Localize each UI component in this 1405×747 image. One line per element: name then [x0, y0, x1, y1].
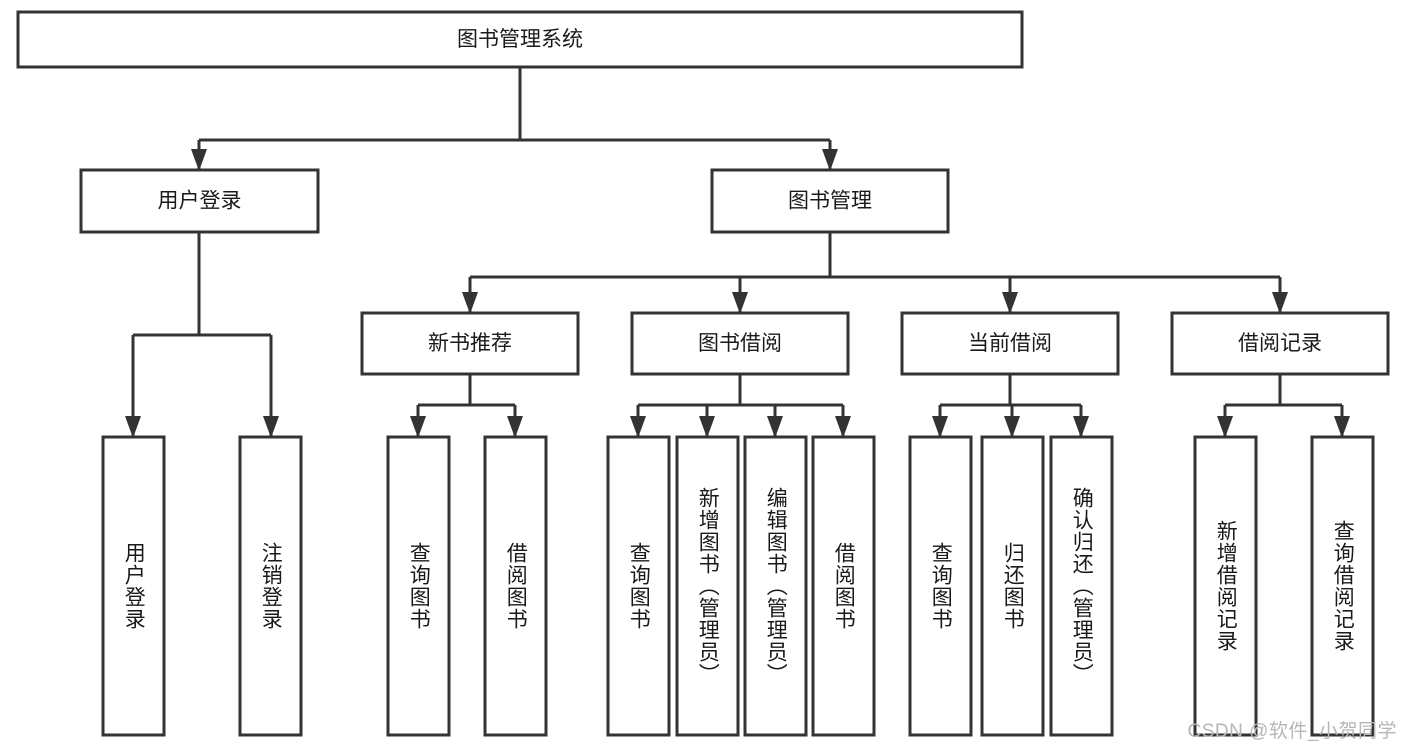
- node-label-borrow-record: 借阅记录: [1238, 332, 1322, 355]
- node-leaf-add-record[interactable]: [1193, 435, 1258, 737]
- node-book-manage[interactable]: 图书管理: [710, 168, 950, 234]
- node-label-root: 图书管理系统: [457, 28, 583, 51]
- node-new-book-rec[interactable]: 新书推荐: [360, 311, 580, 376]
- node-leaf-edit-book[interactable]: [743, 435, 808, 737]
- node-leaf-confirm-return[interactable]: [1049, 435, 1114, 737]
- node-leaf-query-book-3[interactable]: [908, 435, 973, 737]
- node-leaf-query-book-1[interactable]: [386, 435, 451, 737]
- node-leaf-borrow-book-2[interactable]: [811, 435, 876, 737]
- node-leaf-query-record[interactable]: [1310, 435, 1375, 737]
- node-label-book-borrow: 图书借阅: [698, 332, 782, 355]
- node-current-borrow[interactable]: 当前借阅: [900, 311, 1120, 376]
- node-root[interactable]: 图书管理系统: [16, 10, 1024, 69]
- node-label-current-borrow: 当前借阅: [968, 332, 1052, 355]
- node-leaf-user-login[interactable]: [101, 435, 166, 737]
- node-leaf-borrow-book-1[interactable]: [483, 435, 548, 737]
- node-leaf-return-book[interactable]: [980, 435, 1045, 737]
- watermark-text: CSDN @软件_小贺同学: [1187, 721, 1397, 742]
- node-borrow-record[interactable]: 借阅记录: [1170, 311, 1390, 376]
- connectors-layer: [125, 67, 1350, 438]
- node-book-borrow[interactable]: 图书借阅: [630, 311, 850, 376]
- node-label-user-login: 用户登录: [158, 190, 242, 213]
- node-leaf-logout[interactable]: [238, 435, 303, 737]
- node-leaf-query-book-2[interactable]: [606, 435, 671, 737]
- node-label-new-book-rec: 新书推荐: [428, 332, 512, 355]
- node-user-login[interactable]: 用户登录: [79, 168, 320, 234]
- node-label-book-manage: 图书管理: [788, 190, 872, 213]
- node-leaf-add-book[interactable]: [675, 435, 740, 737]
